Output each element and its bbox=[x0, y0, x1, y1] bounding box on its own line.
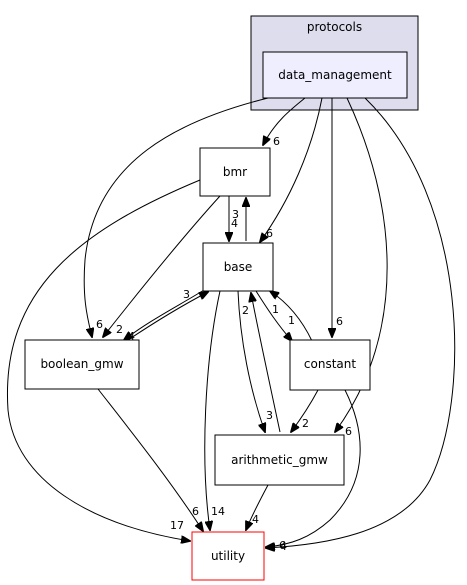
edge-boolean-gmw-to-base bbox=[127, 292, 208, 341]
node-bmr[interactable]: bmr bbox=[199, 147, 271, 197]
edge-label-boolean-gmw-utility: 6 bbox=[192, 505, 199, 518]
node-box bbox=[289, 339, 371, 391]
edge-label-data-management-arithmetic-gmw: 6 bbox=[345, 425, 352, 438]
node-label: base bbox=[224, 260, 253, 274]
edge-labels: 6 6 6 6 6 4 4 3 2 17 4 3 1 1 3 2 14 2 6 … bbox=[96, 135, 352, 553]
node-label: constant bbox=[304, 357, 356, 371]
node-box bbox=[214, 434, 345, 486]
edge-base-to-constant bbox=[255, 290, 292, 341]
edge-base-to-arithmetic-gmw bbox=[237, 290, 265, 432]
edge-constant-to-arithmetic-gmw bbox=[291, 389, 319, 432]
edge-bmr-to-boolean-gmw bbox=[103, 195, 221, 337]
edge-label-base-arithmetic-gmw: 3 bbox=[266, 409, 273, 422]
node-base[interactable]: base bbox=[202, 242, 274, 292]
edge-label-arithmetic-gmw-base: 2 bbox=[242, 304, 249, 317]
edge-base-to-boolean-gmw bbox=[124, 289, 205, 340]
edge-label-constant-base: 1 bbox=[272, 303, 279, 316]
edge-boolean-gmw-to-utility bbox=[97, 388, 203, 531]
edge-data-management-to-boolean-gmw bbox=[83, 97, 269, 337]
edge-base-to-utility bbox=[204, 290, 221, 530]
node-label: arithmetic_gmw bbox=[231, 453, 328, 467]
node-box bbox=[191, 531, 265, 581]
edge-label-base-bmr: 3 bbox=[232, 208, 239, 221]
cluster-label: protocols bbox=[307, 20, 362, 34]
edge-data-management-to-bmr bbox=[263, 97, 306, 145]
node-box bbox=[24, 339, 140, 390]
edge-label-boolean-gmw-base: 3 bbox=[183, 288, 190, 301]
node-label: bmr bbox=[223, 165, 247, 179]
edge-constant-to-utility bbox=[266, 389, 361, 547]
edges bbox=[6, 97, 456, 548]
edge-label-data-management-base: 6 bbox=[266, 227, 273, 240]
node-label: utility bbox=[211, 549, 245, 563]
edge-constant-to-base bbox=[270, 291, 313, 342]
edge-label-data-management-bmr: 6 bbox=[273, 135, 280, 148]
edge-label-data-management-boolean-gmw: 6 bbox=[96, 318, 103, 331]
edge-label-constant-arithmetic-gmw: 2 bbox=[302, 417, 309, 430]
edge-label-base-boolean-gmw: 4 bbox=[128, 330, 135, 343]
edge-label-base-constant: 1 bbox=[288, 314, 295, 327]
edge-bmr-to-utility bbox=[6, 179, 201, 541]
edge-label-data-management-constant: 6 bbox=[336, 315, 343, 328]
edge-label-bmr-utility: 17 bbox=[170, 519, 184, 532]
node-box bbox=[262, 51, 408, 99]
node-label: data_management bbox=[278, 68, 392, 82]
node-utility[interactable]: utility bbox=[191, 531, 265, 581]
edge-label-constant-utility: 6 bbox=[279, 539, 286, 552]
node-box bbox=[199, 147, 271, 197]
node-label: boolean_gmw bbox=[40, 357, 123, 371]
edge-label-base-utility: 14 bbox=[211, 505, 225, 518]
edge-label-bmr-boolean-gmw: 2 bbox=[116, 323, 123, 336]
node-boolean-gmw[interactable]: boolean_gmw bbox=[24, 339, 140, 390]
node-arithmetic-gmw[interactable]: arithmetic_gmw bbox=[214, 434, 345, 486]
edge-label-bmr-base: 4 bbox=[231, 217, 238, 230]
edge-arithmetic-gmw-to-base bbox=[251, 293, 281, 433]
edge-arithmetic-gmw-to-utility bbox=[246, 484, 269, 530]
node-box bbox=[202, 242, 274, 292]
edge-label-arithmetic-gmw-utility: 4 bbox=[252, 513, 259, 526]
node-data-management[interactable]: data_management bbox=[262, 51, 408, 99]
edge-data-management-to-utility bbox=[266, 97, 456, 548]
edge-data-management-to-base bbox=[260, 97, 323, 242]
edge-label-data-management-utility: 4 bbox=[280, 540, 287, 553]
node-constant[interactable]: constant bbox=[289, 339, 371, 391]
